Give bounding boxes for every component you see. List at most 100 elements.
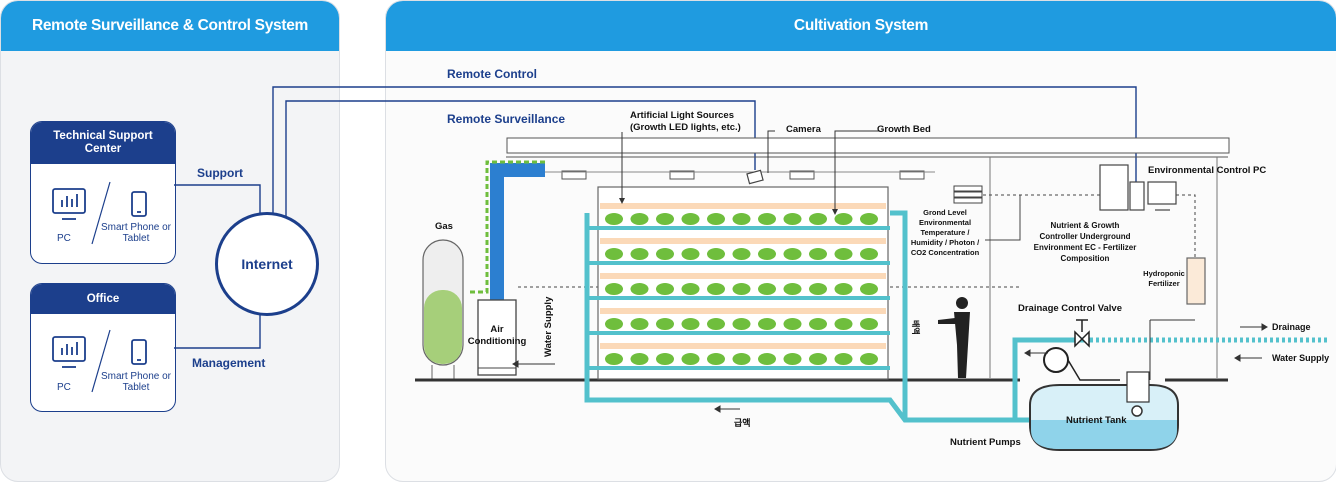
plant (834, 213, 853, 225)
plant (605, 248, 623, 260)
ground-environment-label: Grond Level Environmental Temperature / … (910, 208, 980, 257)
led-band (600, 273, 886, 279)
drainage-valve-label: Drainage Control Valve (1018, 303, 1123, 314)
plant (834, 283, 853, 295)
plant (630, 283, 649, 295)
pc-label: PC (57, 382, 71, 393)
plant (783, 213, 802, 225)
environmental-pc-label: Environmental Control PC (1148, 165, 1267, 176)
plant (656, 248, 674, 260)
plant (630, 213, 649, 225)
camera-label: Camera (786, 124, 821, 135)
management-label: Management (192, 356, 266, 370)
plant (783, 353, 802, 365)
plant (783, 318, 802, 330)
right-panel-title: Cultivation System (386, 1, 1336, 51)
office-card: Office (30, 283, 176, 412)
drain-korean-label: 배액 (911, 320, 920, 335)
plant (783, 283, 802, 295)
gas-label: Gas (435, 221, 453, 232)
drainage-label: Drainage (1272, 322, 1311, 332)
technical-support-title: Technical Support Center (31, 122, 175, 164)
mobile-label: Smart Phone or Tablet (100, 222, 172, 244)
plant (860, 248, 878, 260)
drainage-valve-icon (1074, 319, 1090, 348)
plant (809, 318, 827, 330)
nutrient-pump (1043, 347, 1069, 373)
management-line (174, 312, 261, 349)
plant (860, 318, 878, 330)
plant (860, 283, 878, 295)
plant (809, 353, 827, 365)
plant (656, 318, 674, 330)
left-panel-title: Remote Surveillance & Control System (1, 1, 339, 51)
plant (809, 213, 827, 225)
air-conditioner (477, 299, 517, 376)
nutrient-tank-label: Nutrient Tank (1066, 415, 1127, 426)
office-title: Office (31, 284, 175, 314)
growth-bed-label: Growth Bed (877, 124, 931, 135)
remote-surveillance-line (285, 100, 756, 222)
support-label: Support (197, 166, 243, 180)
plant (630, 248, 649, 260)
technical-support-card: Technical Support Center (30, 121, 176, 264)
supply-korean-label: 급액 (734, 418, 751, 428)
camera-icon (746, 169, 764, 185)
smartphone-icon (131, 339, 147, 365)
plant (732, 283, 751, 295)
light-sources-label: Artificial Light Sources (630, 110, 734, 121)
plant (605, 213, 623, 225)
air-conditioning-label: Air Conditioning (467, 324, 527, 347)
plant (681, 283, 700, 295)
shelves (587, 203, 890, 370)
air-duct (490, 163, 545, 300)
nutrient-controller-label: Nutrient & Growth Controller Underground… (1033, 221, 1137, 263)
water-supply-vertical-label: Water Supply (543, 296, 554, 357)
plant (758, 213, 776, 225)
plant (732, 213, 751, 225)
plant (860, 353, 878, 365)
plant (605, 318, 623, 330)
plant (732, 248, 751, 260)
remote-surveillance-label: Remote Surveillance (447, 112, 566, 126)
internet-node: Internet (215, 212, 319, 316)
plant (834, 248, 853, 260)
plant (630, 318, 649, 330)
sensor-icon (953, 185, 983, 204)
plant (630, 353, 649, 365)
remote-control-label: Remote Control (447, 67, 537, 81)
led-band (600, 308, 886, 314)
plant (707, 248, 725, 260)
plant (605, 353, 623, 365)
plant (681, 353, 700, 365)
plant (758, 353, 776, 365)
plant (656, 213, 674, 225)
light-sources-sub-label: (Growth LED lights, etc.) (630, 122, 741, 133)
led-band (600, 203, 886, 209)
plant (783, 248, 802, 260)
nutrient-pumps-label: Nutrient Pumps (950, 437, 1021, 448)
plant (707, 213, 725, 225)
plant (681, 248, 700, 260)
plant (809, 248, 827, 260)
plant (834, 353, 853, 365)
plant (758, 318, 776, 330)
led-band (600, 343, 886, 349)
plant (656, 283, 674, 295)
pc-icon (52, 336, 86, 368)
plant (656, 353, 674, 365)
plant (758, 248, 776, 260)
roof (506, 137, 1230, 154)
operator-figure (938, 297, 970, 378)
pc-label: PC (57, 233, 71, 244)
support-line (174, 184, 261, 218)
plant (732, 353, 751, 365)
ceiling-lights (561, 170, 925, 180)
plant (707, 353, 725, 365)
plant (707, 283, 725, 295)
plant (681, 213, 700, 225)
water-supply-label: Water Supply (1272, 353, 1330, 363)
plant (707, 318, 725, 330)
plant (860, 213, 878, 225)
